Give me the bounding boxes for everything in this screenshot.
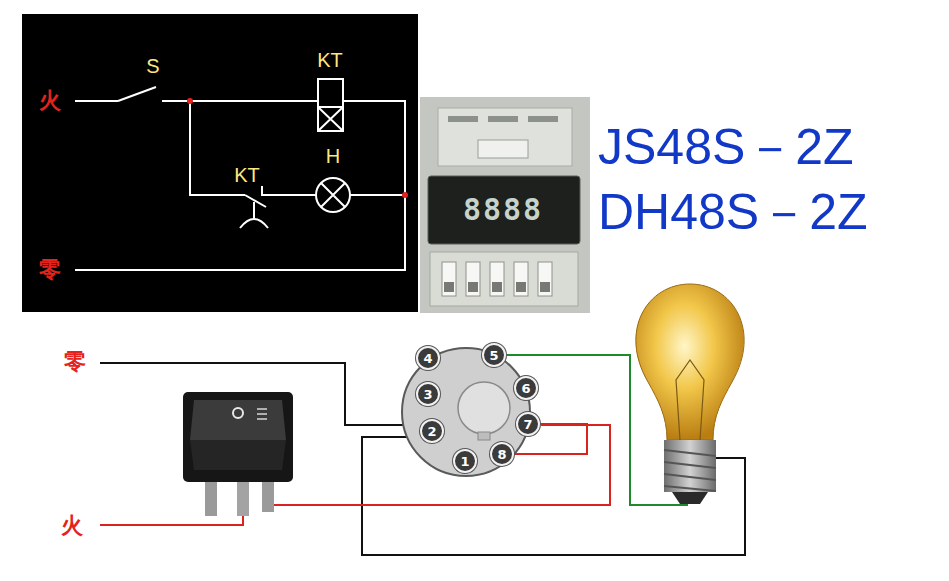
- rocker-switch-part: [190, 440, 286, 470]
- timer-device-part: [478, 140, 528, 158]
- light-bulb-part: [664, 440, 716, 492]
- octal-socket-part: [458, 382, 510, 434]
- pin-number: 5: [489, 349, 498, 362]
- rocker-switch-part: [262, 482, 274, 512]
- schematic-panel-part-part: [240, 219, 268, 228]
- socket-pin: 1: [453, 449, 477, 473]
- rocker-switch-part: [205, 482, 217, 516]
- timer-device-part: [514, 262, 528, 296]
- neutral-label: 零: [39, 257, 61, 282]
- schematic-panel-part: [22, 14, 418, 312]
- timer-device-part: [538, 262, 552, 296]
- rocker-switch-part: [237, 482, 249, 516]
- schematic-panel-part-part: [75, 100, 118, 102]
- rocker-switch-part: [233, 408, 243, 418]
- pin-number: 2: [427, 425, 436, 438]
- light-bulb-part: [664, 450, 716, 491]
- lamp-label: H: [326, 145, 340, 168]
- socket-pin: 8: [490, 442, 514, 466]
- switch-label: S: [146, 55, 159, 78]
- socket-pin: 6: [514, 376, 538, 400]
- light-bulb-part: [676, 360, 704, 440]
- line-label: 火: [61, 513, 83, 538]
- schematic-panel-part-part: [350, 194, 405, 196]
- timer-device-part: [488, 116, 518, 122]
- timer-device-part: [466, 262, 480, 296]
- schematic-panel-part-part: [318, 107, 343, 131]
- timer-device-part: [444, 282, 454, 292]
- schematic-panel-part-part: [318, 107, 343, 131]
- light-bulb-part: [672, 492, 708, 504]
- schematic-panel-part-part: [321, 183, 345, 207]
- pin-number: 4: [423, 352, 432, 365]
- schematic-panel-part-part: [162, 100, 318, 102]
- socket-pin: 7: [516, 412, 540, 436]
- timer-device-part: [442, 262, 456, 296]
- timer-device-part: [528, 116, 558, 122]
- line-label: 火: [39, 88, 61, 113]
- pin-number: 8: [497, 448, 506, 461]
- display-digits: 8888: [463, 193, 543, 228]
- relay-coil-label: KT: [317, 49, 343, 72]
- timer-device-part: [430, 252, 578, 306]
- light-bulb: [636, 284, 744, 504]
- neutral-label: 零: [64, 349, 86, 374]
- timer-device-part: [516, 282, 526, 292]
- schematic-panel-part-part: [245, 195, 266, 207]
- timer-device-part: [540, 282, 550, 292]
- timer-device-part: [492, 282, 502, 292]
- rocker-switch-part: [190, 400, 286, 440]
- timer-device-part: [420, 97, 590, 313]
- model-number: JS48S－2Z: [598, 119, 854, 177]
- pin-number: 7: [523, 418, 532, 431]
- schematic-panel-part-part: [75, 101, 405, 270]
- pin-number: 1: [460, 455, 469, 468]
- schematic-panel: [22, 14, 418, 312]
- rocker-switch-part: [183, 392, 293, 482]
- rocker-switch: [183, 392, 293, 516]
- light-bulb-part: [636, 284, 744, 440]
- timer-device-part: [490, 262, 504, 296]
- schematic-panel-part-part: [253, 202, 255, 220]
- socket-pin: 4: [416, 346, 440, 370]
- wiring-part: [100, 514, 243, 525]
- socket-pin: 2: [420, 419, 444, 443]
- schematic-panel-part: [187, 98, 193, 104]
- pin-number: 6: [521, 382, 530, 395]
- schematic-panel-part-part: [118, 87, 156, 101]
- schematic-panel-part: [75, 79, 405, 270]
- contact-label: KT: [234, 164, 260, 187]
- schematic-panel-part: [402, 192, 408, 198]
- schematic-panel-part-part: [318, 79, 343, 107]
- socket-pin: 3: [416, 382, 440, 406]
- schematic-panel-part-part: [316, 178, 350, 212]
- rocker-switch-part: [257, 409, 267, 419]
- pin-number: 3: [423, 388, 432, 401]
- timer-device-part: [448, 116, 478, 122]
- octal-socket-part: [478, 432, 490, 440]
- timer-device-part: [468, 282, 478, 292]
- timer-device: [420, 97, 590, 313]
- schematic-panel-part-part: [262, 186, 316, 195]
- timer-device-part: [428, 176, 580, 244]
- model-number: DH48S－2Z: [598, 184, 868, 242]
- timer-device-part: [438, 108, 572, 166]
- socket-pin: 5: [482, 343, 506, 367]
